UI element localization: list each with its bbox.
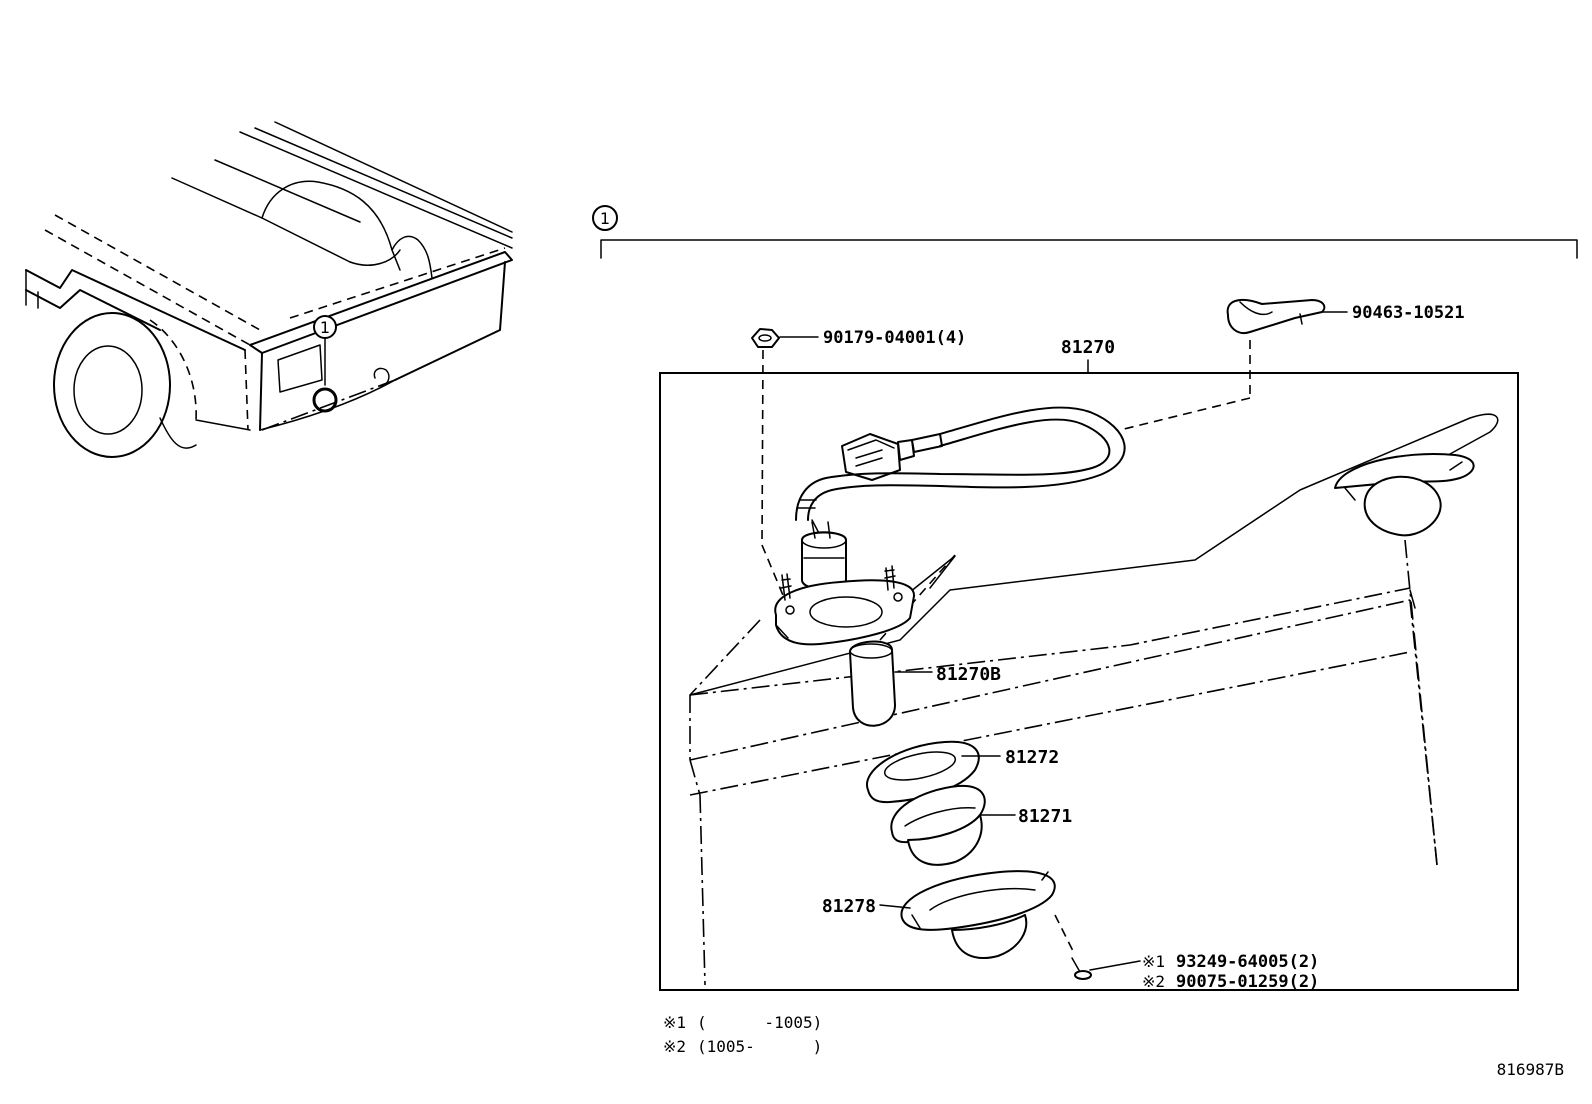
note-1-mark: ※1: [663, 1013, 686, 1032]
gasket-part-number: 81272: [1005, 747, 1059, 768]
screw-part: ※1 93249-64005(2) ※2 90075-01259(2): [1071, 952, 1319, 992]
bulb-part-number: 81270B: [936, 664, 1001, 685]
note-2-text: (1005- ): [697, 1037, 822, 1056]
truck-callout-number: 1: [320, 318, 330, 337]
housing-part-number: 81278: [822, 896, 876, 917]
assembly-bracket: 1: [592, 205, 1578, 259]
clamp-part: 90463-10521: [1119, 299, 1465, 431]
assembly-part-number: 81270: [1061, 337, 1115, 358]
screw-2-mark: ※2: [1142, 972, 1165, 991]
note-1-text: ( -1005): [697, 1013, 822, 1032]
nut-part-number: 90179-04001(4): [823, 328, 966, 348]
lens-part-number: 81271: [1018, 806, 1072, 827]
tailgate-outline: [689, 413, 1499, 986]
housing-part: 81278: [822, 870, 1076, 960]
screw-2-part-number: 90075-01259(2): [1176, 972, 1319, 992]
harness-socket: [774, 406, 1126, 646]
clamp-part-number: 90463-10521: [1352, 303, 1465, 323]
note-2-mark: ※2: [663, 1037, 686, 1056]
nut-part: 90179-04001(4): [751, 328, 966, 601]
lens-part: 81271: [890, 784, 1072, 866]
assembly-callout-number: 1: [600, 209, 610, 228]
truck-rear-illustration: 1: [25, 121, 513, 458]
bulb-part: 81270B: [849, 640, 1001, 727]
screw-1-part-number: 93249-64005(2): [1176, 952, 1319, 972]
figure-code: 816987B: [1497, 1060, 1564, 1079]
license-lamp-location-marker: [312, 387, 338, 413]
footnotes: ※1 ( -1005) ※2 (1005- ): [663, 1013, 822, 1056]
screw-1-mark: ※1: [1142, 952, 1165, 971]
lamp-assembly-box: 81270: [659, 337, 1519, 991]
